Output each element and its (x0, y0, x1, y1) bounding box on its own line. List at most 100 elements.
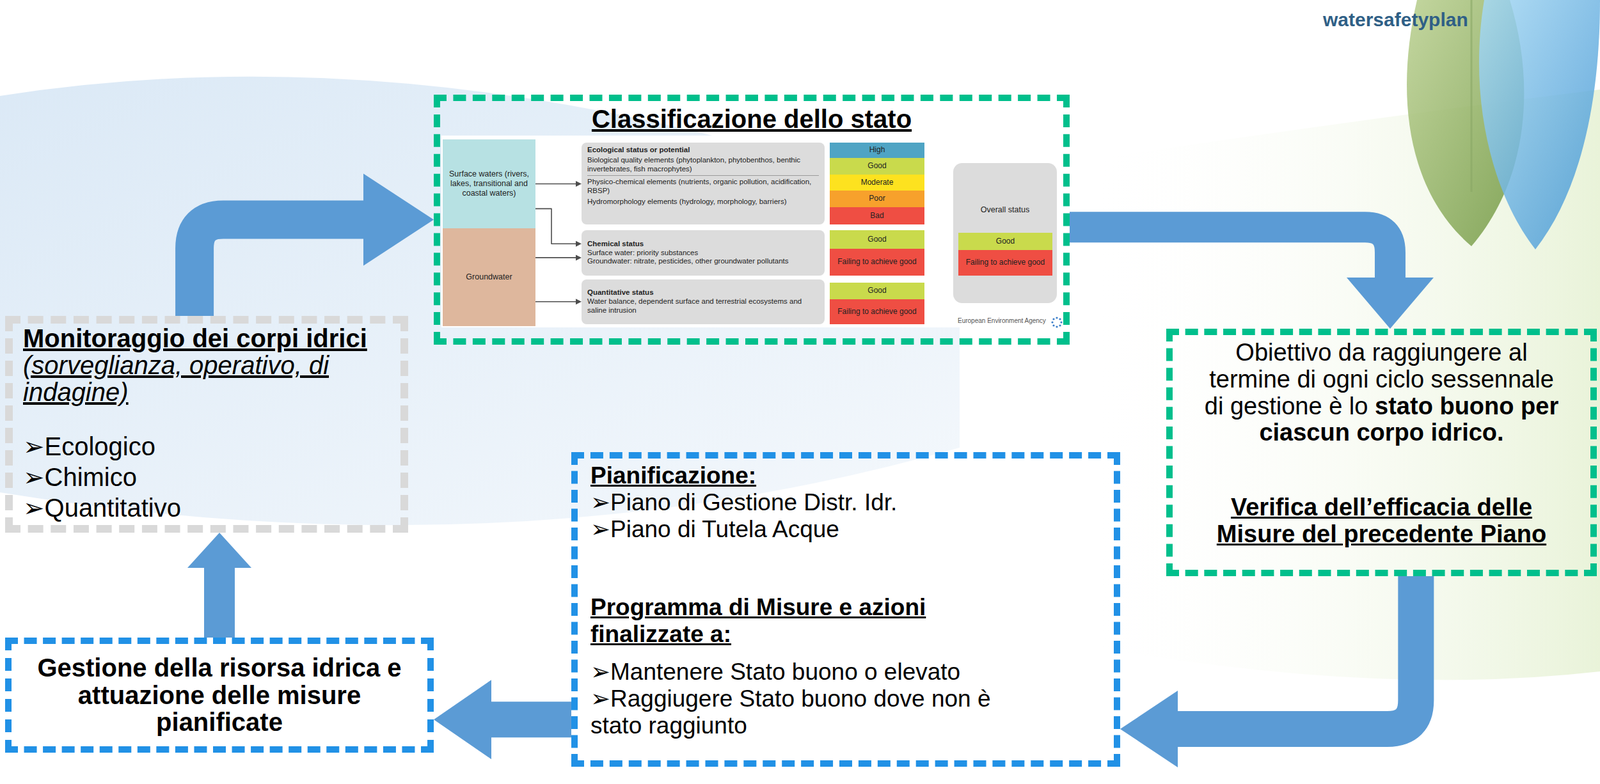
box-text: ➢Chimico (23, 461, 396, 493)
status-class-cell: Failing to achieve good (829, 248, 925, 276)
text-block: Moderate (832, 178, 922, 188)
status-element-box: Chemical statusSurface water: priority s… (581, 230, 825, 276)
text-block: Failing to achieve good (832, 307, 922, 317)
text-block: ➢Ecologico (23, 405, 396, 462)
text-block: Groundwater (446, 272, 532, 283)
text-block: Programma di Misure e azioni finalizzate… (590, 542, 1006, 649)
arrow-shaft (194, 220, 364, 317)
text-block: Water balance, dependent surface and ter… (587, 297, 819, 316)
text-block: ➢Quantitativo (23, 492, 396, 524)
process-flow-arrow (1069, 227, 1434, 329)
text-block: Obiettivo da raggiungere al termine di o… (1198, 339, 1565, 447)
box-heading: Gestione della risorsa idrica e attuazio… (17, 654, 421, 737)
text-block: ➢Raggiugere Stato buono dove non è stato… (590, 685, 1006, 740)
box-text: Physico-chemical elements (nutrients, or… (587, 177, 819, 196)
box-text: Water balance, dependent surface and ter… (587, 297, 819, 316)
arrow-shaft (1069, 227, 1391, 278)
arrow-shaft (535, 301, 576, 303)
text-block: Surface water: priority substances (587, 248, 819, 258)
classification-arrow (535, 298, 582, 305)
box-text: (sorveglianza, operativo, di indagine) (23, 351, 396, 406)
classification-arrow (535, 254, 582, 261)
box-heading: Moderate (832, 178, 922, 188)
arrow-shaft (491, 701, 572, 738)
text-block: (sorveglianza, operativo, di indagine) (23, 351, 396, 406)
water-category-box: Surface waters (rivers, lakes, transitio… (442, 139, 536, 229)
water-category-box: Groundwater (442, 228, 536, 327)
classification-arrow (535, 208, 582, 247)
agency-logo (1051, 316, 1062, 328)
arrow-head (363, 174, 434, 267)
text-block: ➢Mantenere Stato buono o elevato (590, 648, 1006, 686)
text-block: Pianificazione: (590, 462, 1006, 490)
text-block: Monitoraggio dei corpi idrici (23, 324, 396, 352)
process-flow-arrow (194, 174, 434, 317)
status-class-cell: Poor (829, 190, 925, 208)
box-text: ➢Ecologico (23, 431, 396, 462)
box-heading: Good (832, 161, 922, 171)
status-class-cell: Failing to achieve good (958, 250, 1053, 276)
box-heading: Poor (832, 194, 922, 204)
status-class-cell: Moderate (829, 174, 925, 191)
text-block: Good (832, 161, 922, 171)
text-block: Ecological status or potential (587, 145, 819, 157)
text-block: Classificazione dello stato (440, 104, 1064, 134)
box-heading: Overall status (955, 205, 1055, 215)
text-block: Overall status (955, 205, 1055, 215)
status-element-box: Ecological status or potentialBiological… (581, 142, 825, 225)
box-text: Verifica dell’efficacia delle Misure del… (1216, 493, 1547, 548)
arrow-head (575, 241, 582, 247)
box-text: ➢Piano di Tutela Acque (590, 516, 1006, 544)
text-block: ➢Piano di Tutela Acque (590, 516, 1006, 544)
process-box: Gestione della risorsa idrica e attuazio… (5, 637, 434, 753)
text-block: Physico-chemical elements (nutrients, or… (587, 177, 819, 198)
text-block: ➢Piano di Gestione Distr. Idr. (590, 489, 1006, 517)
text-block: Good (960, 237, 1050, 247)
text-block: Chemical status (587, 239, 819, 249)
arrow-shaft (535, 257, 576, 259)
text-block: Failing to achieve good (960, 258, 1050, 268)
text-block: Groundwater: nitrate, pesticides, other … (587, 257, 819, 267)
box-heading: Quantitative status (587, 288, 819, 298)
box-heading: Failing to achieve good (832, 307, 922, 317)
arrow-head (575, 298, 582, 305)
objective-box: Obiettivo da raggiungere al termine di o… (1166, 328, 1597, 577)
status-class-cell: Good (829, 282, 925, 300)
box-heading: Bad (832, 211, 922, 221)
box-heading: Failing to achieve good (832, 257, 922, 267)
text-block: Biological quality elements (phytoplankt… (587, 156, 819, 179)
process-flow-arrow (433, 680, 572, 760)
arrow-shaft (204, 568, 235, 638)
box-heading: Chemical status (587, 239, 819, 249)
box-heading: Monitoraggio dei corpi idrici (23, 324, 396, 352)
arrow-shaft (1177, 576, 1416, 730)
text-block: Hydromorphology elements (hydrology, mor… (587, 197, 819, 207)
arrow-head (575, 181, 582, 187)
text-block: Poor (832, 194, 922, 204)
text-block: Good (832, 286, 922, 296)
arrow-head (1120, 690, 1178, 768)
box-heading: Failing to achieve good (960, 258, 1050, 268)
box-text: Groundwater: nitrate, pesticides, other … (587, 257, 819, 267)
box-heading: Surface waters (rivers, lakes, transitio… (446, 169, 532, 199)
arrow-head (575, 254, 582, 261)
box-heading: High (832, 145, 922, 155)
box-heading: Classificazione dello stato (440, 104, 1064, 134)
arrow-head (187, 532, 252, 569)
box-text: ➢Piano di Gestione Distr. Idr. (590, 489, 1006, 517)
box-text: ➢Mantenere Stato buono o elevato (590, 658, 1006, 686)
arrow-head (433, 680, 492, 760)
planning-box: Pianificazione:➢Piano di Gestione Distr.… (571, 452, 1121, 768)
arrow-shaft (535, 208, 576, 244)
box-text: ➢Quantitativo (23, 492, 396, 524)
box-text: Programma di Misure e azioni finalizzate… (590, 594, 1006, 649)
box-text: ➢Raggiugere Stato buono dove non è stato… (590, 685, 1006, 740)
overall-status-box: Overall statusGoodFailing to achieve goo… (953, 163, 1057, 304)
logo-text: watersafetyplan (1322, 8, 1469, 31)
box-heading: Ecological status or potential (587, 145, 819, 155)
source-credit: European Environment Agency (957, 317, 1046, 325)
text-block: High (832, 145, 922, 155)
process-box: Monitoraggio dei corpi idrici(sorveglian… (5, 316, 409, 533)
status-class-cell: Good (958, 232, 1053, 251)
